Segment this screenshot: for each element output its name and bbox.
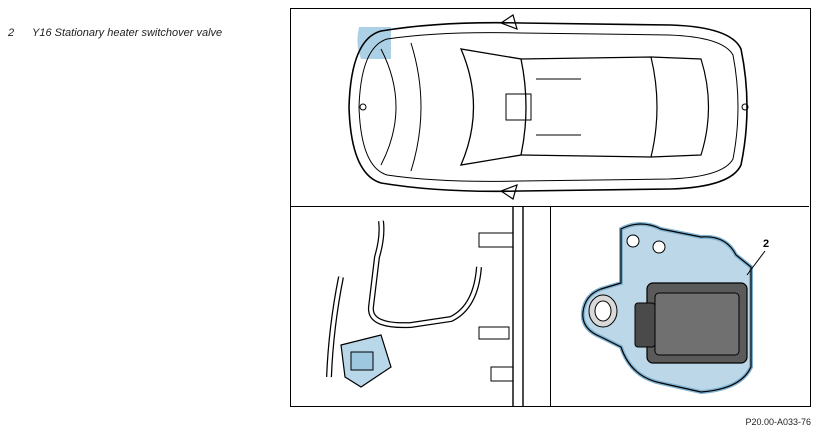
legend: 2 Y16 Stationary heater switchover valve bbox=[8, 27, 222, 39]
callout-number: 2 bbox=[763, 238, 769, 250]
figure-frame: 2 bbox=[290, 8, 811, 407]
figure-reference-code: P20.00-A033-76 bbox=[745, 417, 811, 427]
legend-item-text: Y16 Stationary heater switchover valve bbox=[32, 27, 223, 39]
vehicle-top-view-drawing bbox=[348, 14, 749, 200]
vehicle-top-view-panel bbox=[291, 9, 809, 207]
valve-detail-panel: 2 bbox=[551, 207, 809, 406]
hose-routing-panel bbox=[291, 207, 551, 406]
legend-item-number: 2 bbox=[8, 27, 15, 39]
valve-detail-drawing: 2 bbox=[580, 222, 769, 395]
component-location-highlight bbox=[357, 27, 391, 59]
hose-routing-drawing bbox=[326, 207, 524, 406]
